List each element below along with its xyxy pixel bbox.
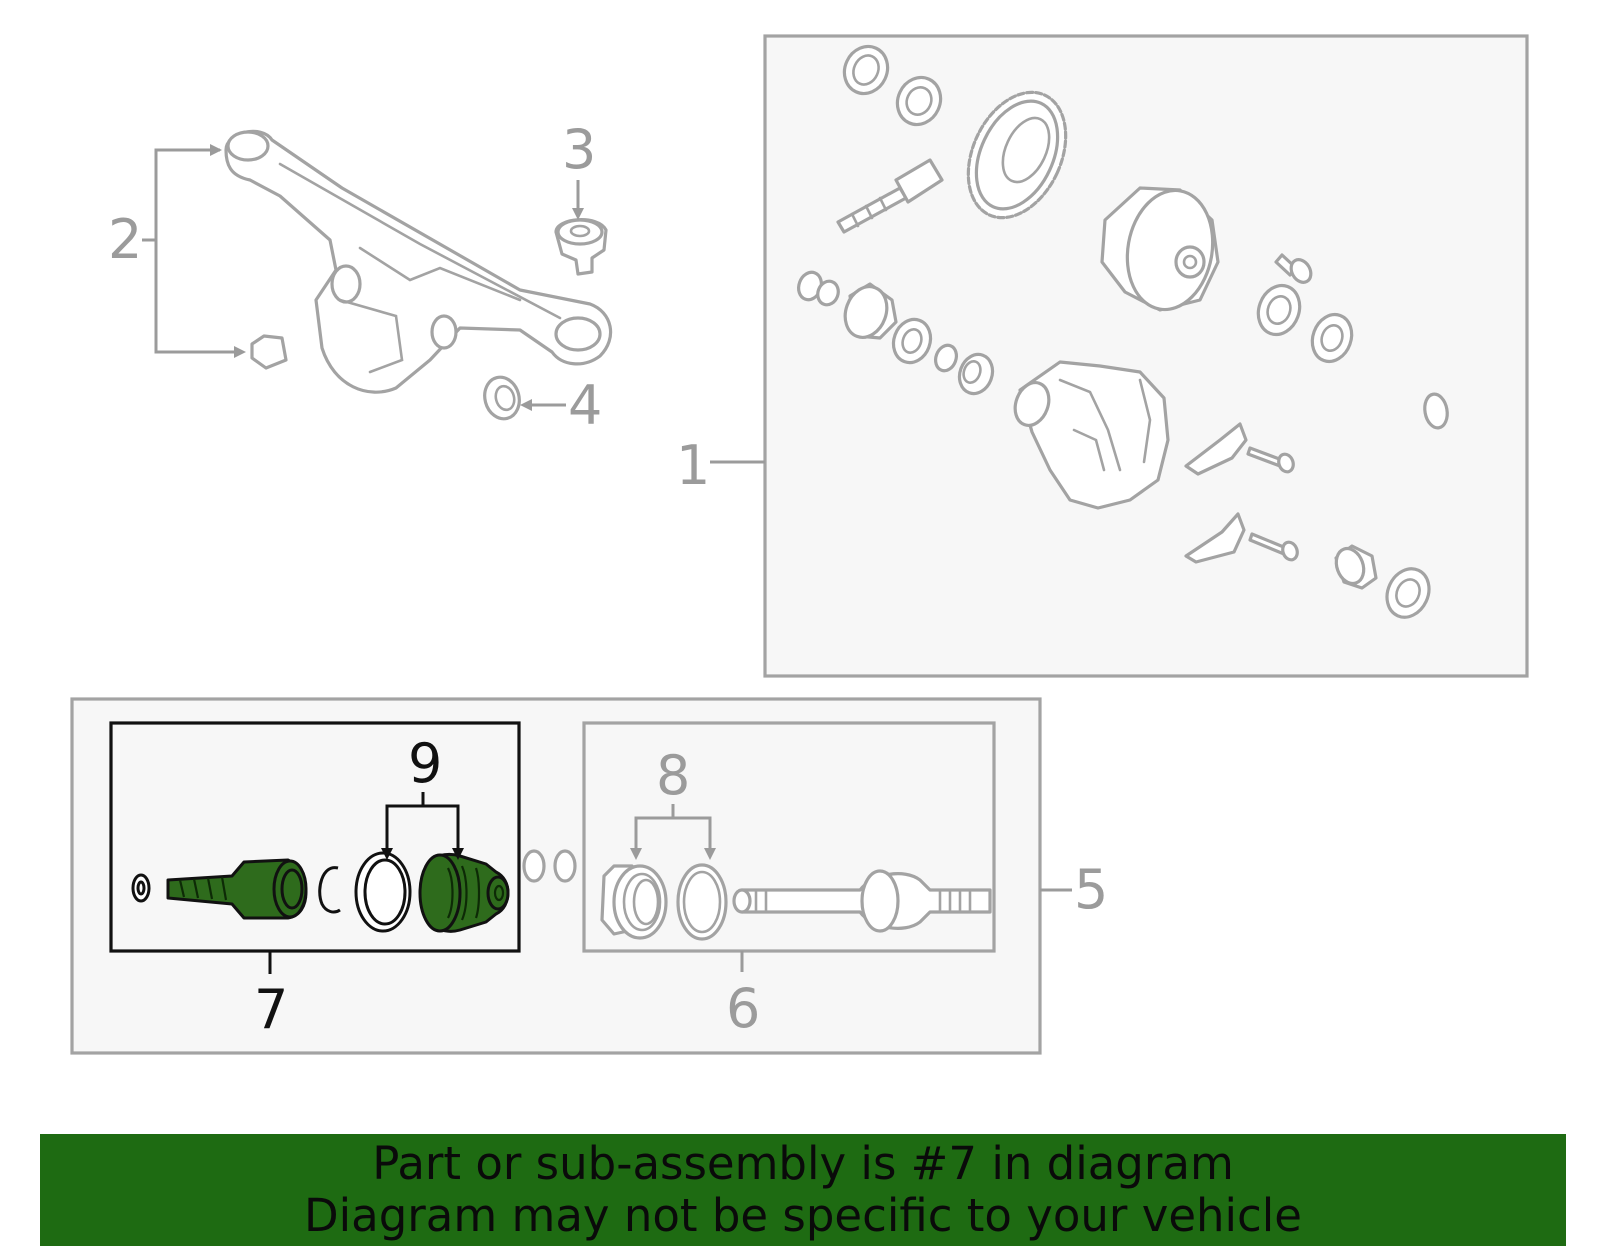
callout-9-arrow-left [381, 848, 393, 860]
callout-5: 5 [1074, 858, 1108, 921]
callout-4: 4 [568, 374, 602, 437]
callout-3-arrow [572, 208, 584, 220]
callout-2-arrow-lower [234, 346, 246, 358]
callout-8-arrow-left [630, 848, 642, 860]
pinion-seal [891, 317, 933, 365]
axle-shaft-outer-joint [732, 869, 992, 933]
subframe-bushing-cap [250, 334, 288, 370]
ring-gear [966, 90, 1068, 220]
inner-boot-clamp [354, 851, 412, 933]
inner-joint-circlip [318, 866, 341, 914]
pinion-bearing [843, 282, 898, 340]
output-bushing [1334, 544, 1378, 590]
differential-case [1100, 186, 1220, 312]
callout-2-leader [154, 148, 242, 354]
output-bearing [1385, 567, 1431, 619]
callout-4-arrow [520, 399, 532, 411]
highlighted-part-box [109, 721, 521, 953]
inner-joint-washer [131, 873, 151, 903]
side-bearing-right-2 [1310, 312, 1354, 364]
differential-carrier-housing [1013, 360, 1170, 510]
banner-line-1: Part or sub-assembly is #7 in diagram [372, 1137, 1234, 1190]
subframe-bushing [483, 375, 521, 421]
snap-ring-pair [522, 849, 577, 883]
mount-bracket-lower [1184, 512, 1246, 564]
callout-1: 1 [676, 434, 710, 497]
inner-cv-joint-housing [166, 858, 308, 920]
o-ring-right [1423, 392, 1449, 430]
callout-6: 6 [726, 977, 760, 1040]
callout-8: 8 [656, 744, 690, 807]
side-bearing-right-1 [1256, 283, 1302, 337]
differential-bearing-upper-2 [895, 75, 943, 127]
callout-8-arrow-right [704, 848, 716, 860]
callout-2-arrow-upper [210, 144, 222, 156]
callout-3: 3 [562, 118, 596, 181]
subframe-mount-insulator [554, 218, 608, 276]
pinion-spacer [934, 343, 958, 373]
callout-2: 2 [108, 208, 142, 271]
differential-bolt [1274, 253, 1313, 284]
inner-cv-boot [418, 853, 510, 933]
outer-joint-box [582, 721, 996, 953]
banner-line-2: Diagram may not be specific to your vehi… [304, 1189, 1302, 1242]
rear-subframe-crossmember [224, 129, 613, 394]
drive-pinion-shaft [836, 158, 944, 234]
differential-bearing-upper-1 [842, 44, 890, 96]
callout-7: 7 [254, 978, 288, 1041]
outer-boot-clamp [676, 863, 728, 941]
callout-9: 9 [408, 732, 442, 795]
mount-bolt-lower [1248, 532, 1299, 562]
pinion-washer-small-2 [816, 279, 840, 307]
mount-bolt-upper [1246, 446, 1295, 474]
mount-bracket-upper [1184, 422, 1248, 476]
callout-9-arrow-right [452, 848, 464, 860]
differential-assembly-panel [763, 34, 1529, 678]
notice-banner: Part or sub-assembly is #7 in diagram Di… [40, 1134, 1566, 1246]
companion-flange-nut [957, 352, 995, 396]
outer-cv-boot [600, 864, 668, 940]
